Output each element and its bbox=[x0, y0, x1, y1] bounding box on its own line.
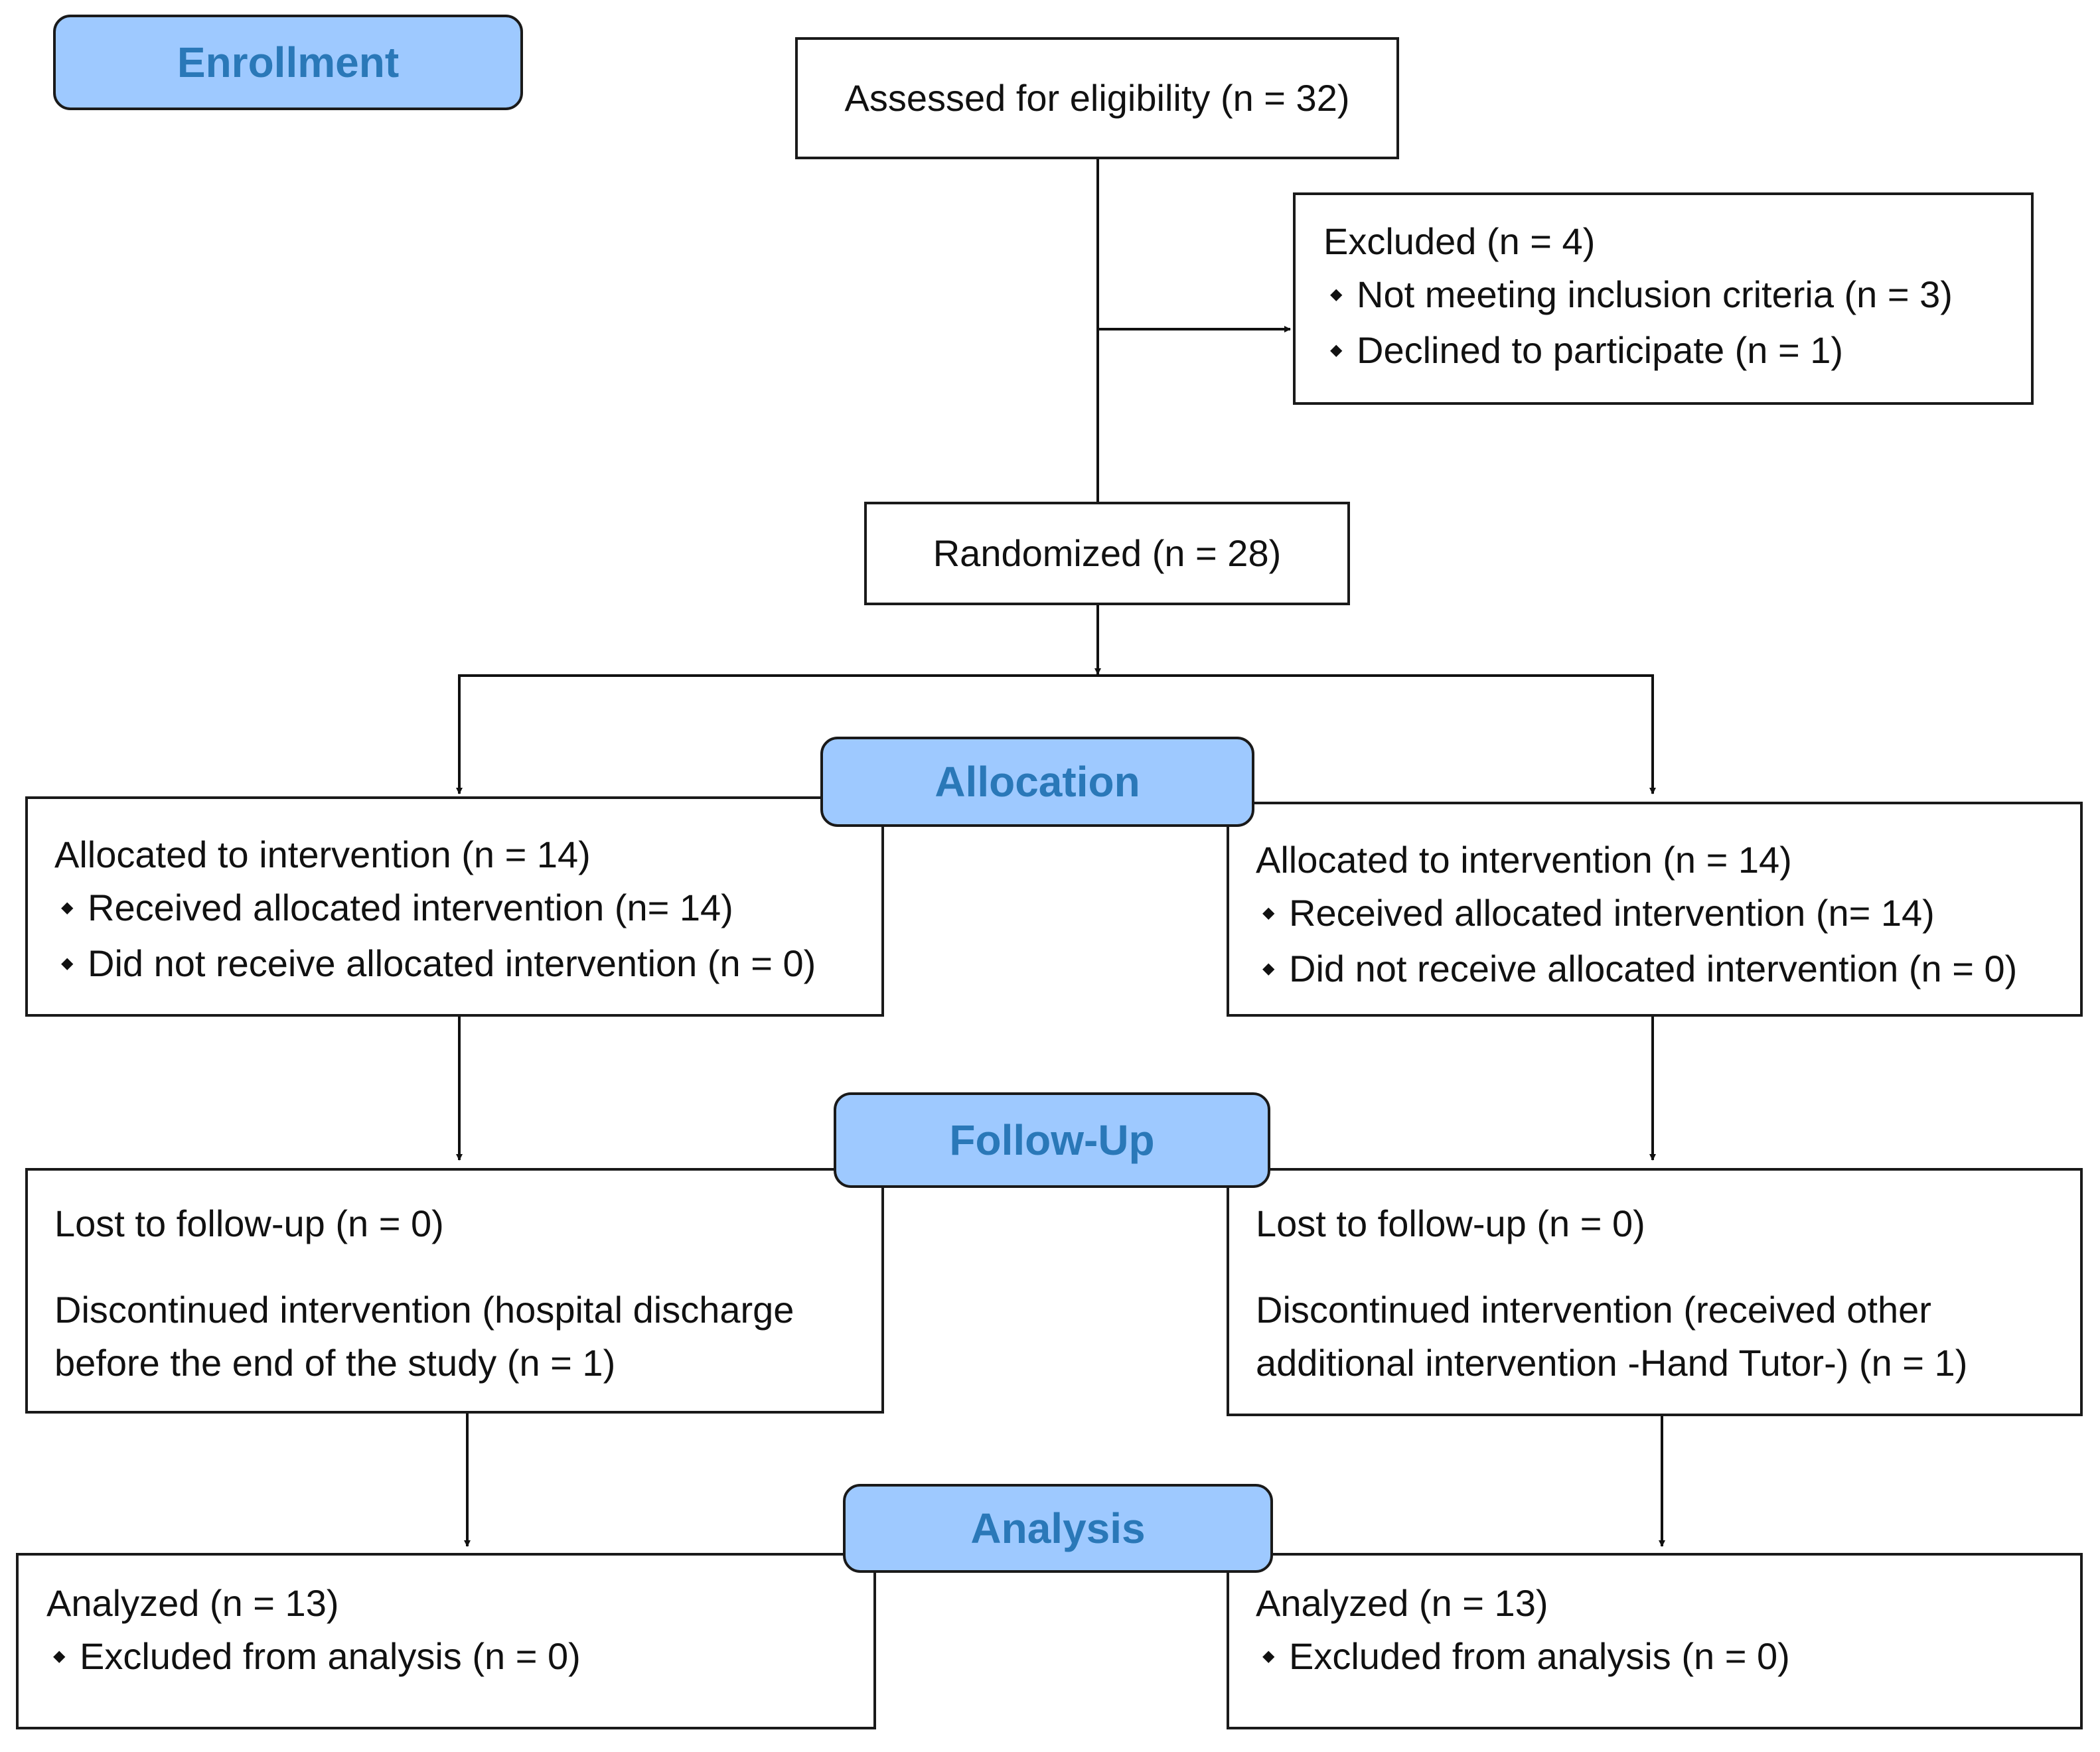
stage-enrollment-label: Enrollment bbox=[177, 38, 400, 86]
stage-allocation: Allocation bbox=[820, 737, 1254, 827]
allocation-right-box: Allocated to intervention (n = 14) Recei… bbox=[1227, 802, 2083, 1017]
followup-right-lost: Lost to follow-up (n = 0) bbox=[1256, 1203, 1645, 1244]
stage-allocation-label: Allocation bbox=[935, 758, 1140, 806]
followup-left-discontinued: Discontinued intervention (hospital disc… bbox=[54, 1289, 794, 1331]
allocation-right-item: Did not receive allocated intervention (… bbox=[1256, 942, 2080, 998]
allocation-right-title: Allocated to intervention (n = 14) bbox=[1256, 839, 1792, 881]
connector-split-right bbox=[1098, 674, 1656, 794]
excluded-item: Not meeting inclusion criteria (n = 3) bbox=[1323, 268, 2031, 324]
excluded-title: Excluded (n = 4) bbox=[1323, 220, 1596, 262]
analysis-right-title: Analyzed (n = 13) bbox=[1256, 1582, 1548, 1624]
excluded-item: Declined to participate (n = 1) bbox=[1323, 324, 2031, 380]
allocation-left-box: Allocated to intervention (n = 14) Recei… bbox=[25, 796, 884, 1017]
connector-split-left bbox=[456, 674, 1098, 794]
followup-right-box: Lost to follow-up (n = 0) Discontinued i… bbox=[1227, 1168, 2083, 1416]
analysis-left-title: Analyzed (n = 13) bbox=[46, 1582, 339, 1624]
stage-analysis-label: Analysis bbox=[970, 1504, 1146, 1552]
assessed-box: Assessed for eligibility (n = 32) bbox=[795, 37, 1399, 159]
stage-analysis: Analysis bbox=[843, 1484, 1273, 1573]
randomized-text: Randomized (n = 28) bbox=[933, 532, 1282, 574]
stage-follow-up-label: Follow-Up bbox=[949, 1116, 1155, 1164]
excluded-box: Excluded (n = 4) Not meeting inclusion c… bbox=[1293, 192, 2034, 405]
allocation-right-item: Received allocated intervention (n= 14) bbox=[1256, 887, 2080, 942]
followup-right-discontinued-cont: additional intervention -Hand Tutor-) (n… bbox=[1256, 1342, 1968, 1384]
allocation-left-title: Allocated to intervention (n = 14) bbox=[54, 834, 591, 875]
stage-follow-up: Follow-Up bbox=[834, 1092, 1270, 1188]
allocation-left-item: Did not receive allocated intervention (… bbox=[54, 937, 881, 993]
randomized-box: Randomized (n = 28) bbox=[864, 502, 1350, 605]
followup-left-box: Lost to follow-up (n = 0) Discontinued i… bbox=[25, 1168, 884, 1414]
followup-right-discontinued: Discontinued intervention (received othe… bbox=[1256, 1289, 1931, 1331]
followup-left-discontinued-cont: before the end of the study (n = 1) bbox=[54, 1342, 616, 1384]
stage-enrollment: Enrollment bbox=[53, 15, 523, 110]
allocation-left-item: Received allocated intervention (n= 14) bbox=[54, 881, 881, 937]
analysis-right-box: Analyzed (n = 13) Excluded from analysis… bbox=[1227, 1553, 2083, 1729]
assessed-text: Assessed for eligibility (n = 32) bbox=[844, 77, 1350, 119]
analysis-left-box: Analyzed (n = 13) Excluded from analysis… bbox=[16, 1553, 876, 1729]
followup-left-lost: Lost to follow-up (n = 0) bbox=[54, 1203, 444, 1244]
analysis-right-item: Excluded from analysis (n = 0) bbox=[1256, 1630, 2080, 1686]
analysis-left-item: Excluded from analysis (n = 0) bbox=[46, 1630, 873, 1686]
